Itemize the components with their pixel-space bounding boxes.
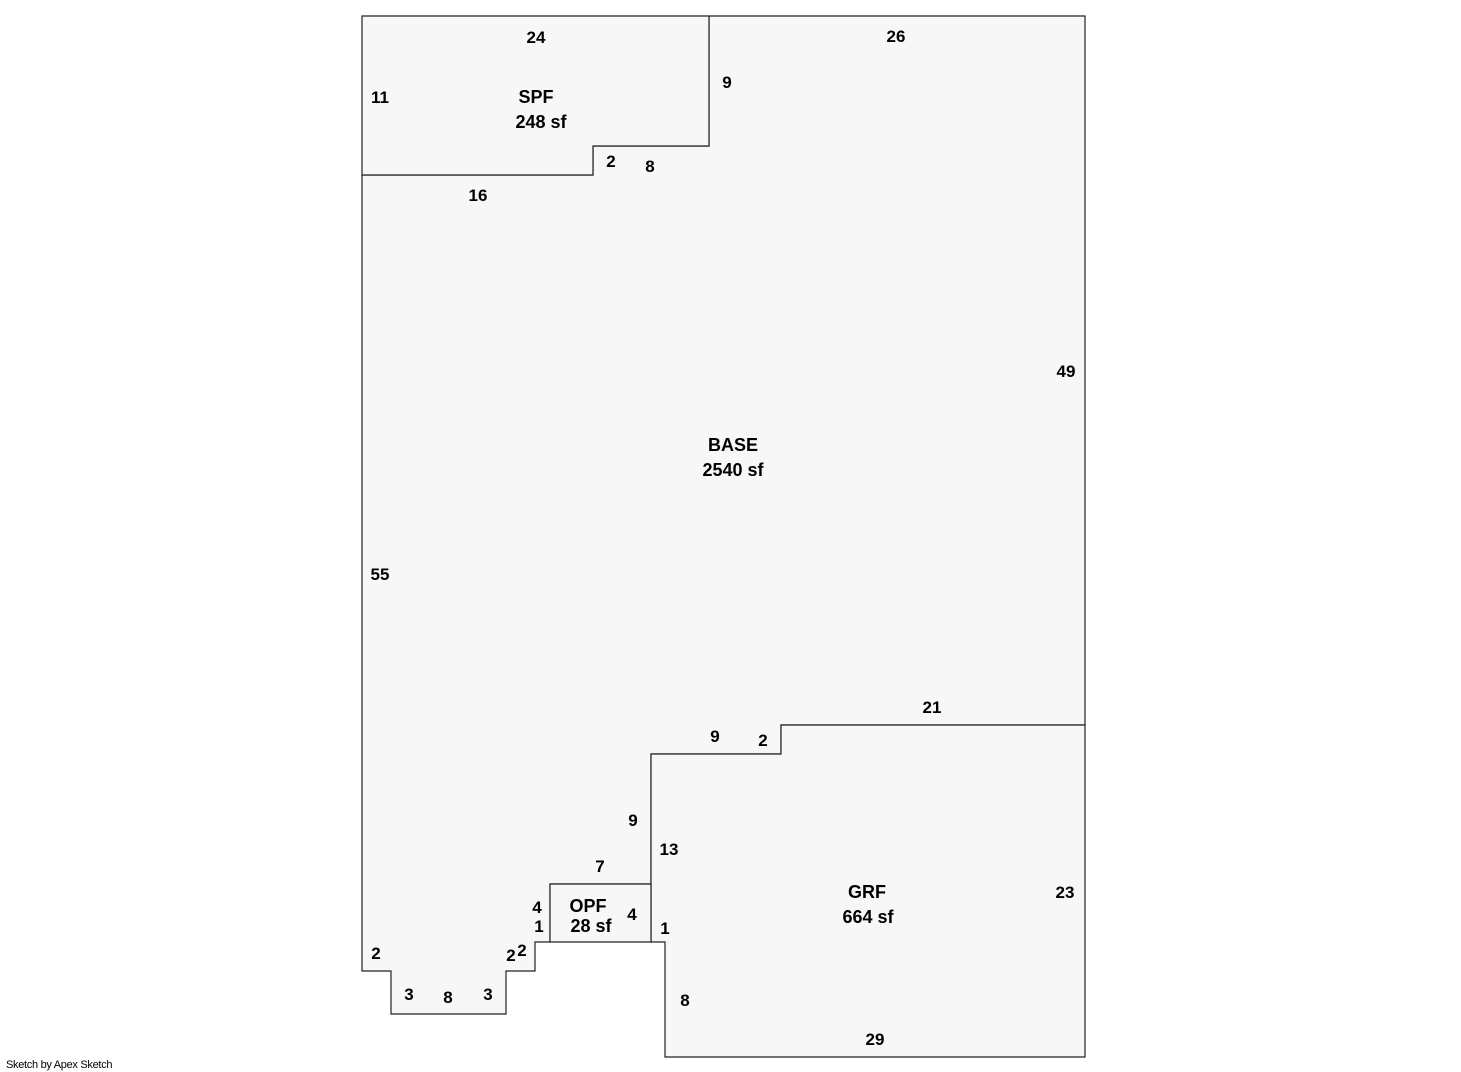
base-area-value: 2540 sf xyxy=(702,460,764,480)
dimension-label: 11 xyxy=(371,88,389,107)
dimension-label: 4 xyxy=(532,898,542,917)
dimension-label: 2 xyxy=(371,944,380,963)
spf-area-shape xyxy=(361,15,710,176)
grf-area-value: 664 sf xyxy=(842,907,894,927)
dimension-label: 13 xyxy=(660,840,679,859)
dimension-label: 49 xyxy=(1057,362,1076,381)
sketch-credit: Sketch by Apex Sketch xyxy=(6,1059,113,1071)
dimension-label: 7 xyxy=(595,857,604,876)
dimension-label: 1 xyxy=(660,919,669,938)
base-label: BASE xyxy=(708,435,758,455)
dimension-label: 9 xyxy=(722,73,731,92)
dimension-label: 3 xyxy=(483,985,492,1004)
dimension-label: 9 xyxy=(628,811,637,830)
dimension-label: 29 xyxy=(866,1030,885,1049)
dimension-label: 23 xyxy=(1056,883,1075,902)
opf-area-value: 28 sf xyxy=(570,916,612,936)
spf-label: SPF xyxy=(518,87,553,107)
dimension-label: 2 xyxy=(517,941,526,960)
dimension-label: 8 xyxy=(680,991,689,1010)
dimension-label: 3 xyxy=(404,985,413,1004)
dimension-label: 8 xyxy=(443,988,452,1007)
dimension-label: 4 xyxy=(627,905,637,924)
opf-area-shape xyxy=(549,883,652,943)
dimension-label: 55 xyxy=(371,565,390,584)
spf-area-value: 248 sf xyxy=(515,112,567,132)
dimension-label: 9 xyxy=(710,727,719,746)
dimension-label: 2 xyxy=(606,152,615,171)
dimension-label: 8 xyxy=(645,157,654,176)
dimension-label: 26 xyxy=(887,27,906,46)
opf-label: OPF xyxy=(569,896,606,916)
dimension-label: 2 xyxy=(758,731,767,750)
dimension-label: 16 xyxy=(469,186,488,205)
grf-label: GRF xyxy=(848,882,886,902)
dimension-label: 1 xyxy=(534,917,543,936)
dimension-label: 2 xyxy=(506,946,515,965)
dimension-label: 21 xyxy=(923,698,942,717)
dimension-label: 24 xyxy=(527,28,546,47)
